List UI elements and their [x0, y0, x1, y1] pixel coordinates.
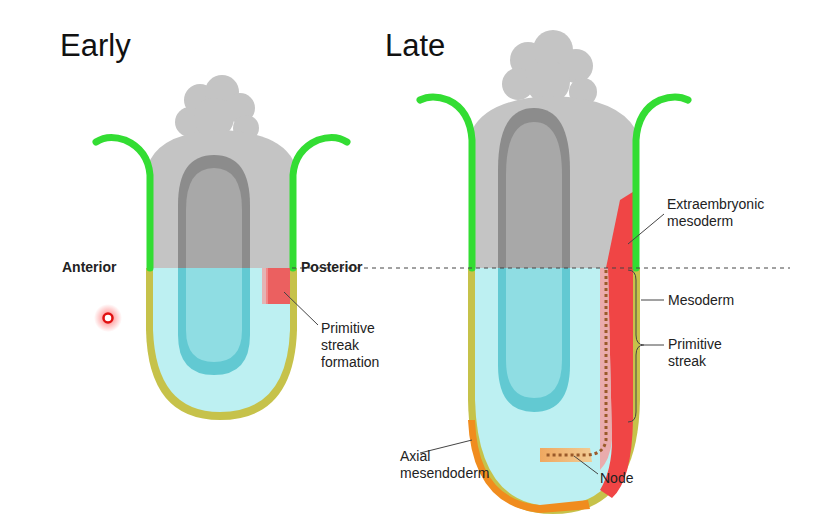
early-embryo — [96, 75, 347, 420]
stage-title: Early — [60, 28, 180, 64]
part-label: Mesoderm — [668, 292, 778, 309]
part-label: Node — [600, 470, 660, 487]
boundary-line — [292, 268, 790, 269]
axis-label: Posterior — [301, 259, 391, 276]
late-embryo — [420, 30, 688, 514]
axis-label: Anterior — [62, 259, 142, 276]
part-label: Primitive streak formation — [321, 320, 399, 371]
pointer-marker — [94, 304, 122, 332]
part-label: Extraembryonic mesoderm — [667, 196, 792, 230]
stage-title: Late — [385, 28, 505, 64]
leader-lines — [284, 214, 664, 474]
part-label: Primitive streak — [668, 336, 740, 370]
part-label: Axial mesendoderm — [400, 448, 500, 482]
